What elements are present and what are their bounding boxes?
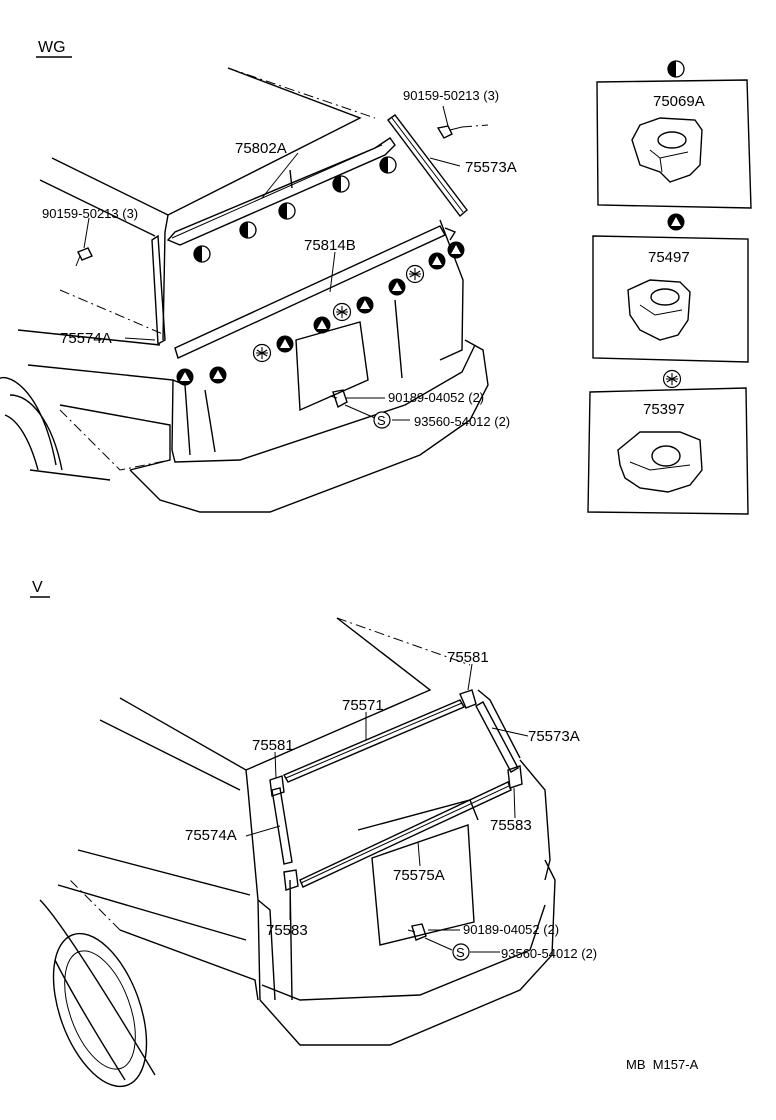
v-leaders (245, 663, 529, 953)
wg-car-body (0, 67, 489, 513)
nut-icon (329, 389, 348, 409)
triangle-icon (667, 213, 685, 231)
label-side-molding-right: 75573A (465, 159, 517, 176)
half-circle-icon (193, 245, 211, 263)
spacer-marker: S (373, 411, 391, 429)
asterisk-icon (252, 343, 272, 363)
legend-part-label: 75497 (648, 249, 690, 266)
clip-75397-icon (617, 431, 703, 493)
label-corner-top-right: 75581 (447, 649, 489, 666)
wg-section: WG (0, 39, 517, 513)
triangle-icon (176, 368, 194, 386)
wg-lower-molding (174, 225, 457, 359)
label-spacer: 93560-54012 (2) (414, 414, 510, 429)
asterisk-icon (332, 302, 352, 322)
label-corner-bottom-right: 75583 (490, 817, 532, 834)
legend-box: 75069A (596, 79, 752, 209)
legend-box: 75397 (587, 387, 749, 515)
wg-side-molding-left (151, 234, 166, 346)
v-section: V (30, 579, 597, 1088)
label-side-right: 75573A (528, 728, 580, 745)
v-right-molding (475, 701, 519, 773)
v-lower-molding (299, 781, 512, 888)
wg-roof-molding (166, 137, 396, 246)
label-screw-left: 90159-50213 (3) (42, 206, 138, 221)
legend-box: 75497 (592, 235, 749, 363)
label-top-molding: 75571 (342, 697, 384, 714)
half-circle-icon (379, 156, 397, 174)
section-label-v: V (32, 579, 43, 596)
asterisk-icon (405, 264, 425, 284)
label-side-molding-left: 75574A (60, 330, 112, 347)
triangle-icon (428, 252, 446, 270)
label-corner-bottom-left: 75583 (266, 922, 308, 939)
screw-icon (59, 247, 166, 336)
v-left-molding (271, 787, 293, 865)
half-circle-icon (239, 221, 257, 239)
half-circle-icon (332, 175, 350, 193)
legend-part-label: 75397 (643, 401, 685, 418)
label-nut: 90189-04052 (2) (463, 922, 559, 937)
label-nut: 90189-04052 (2) (388, 390, 484, 405)
label-spacer: 93560-54012 (2) (501, 946, 597, 961)
triangle-icon (276, 335, 294, 353)
wg-leaders (83, 105, 461, 421)
wg-side-molding-right (387, 114, 468, 218)
triangle-icon (209, 366, 227, 384)
triangle-icon (313, 316, 331, 334)
legend-part-label: 75069A (653, 93, 705, 110)
spacer-marker-letter: S (456, 945, 465, 960)
asterisk-icon (662, 369, 682, 389)
triangle-icon (356, 296, 374, 314)
v-car-body (39, 617, 556, 1088)
screw-icon (436, 124, 489, 139)
clip-75497-icon (627, 279, 691, 341)
spacer-marker: S (452, 943, 470, 961)
triangle-icon (388, 278, 406, 296)
label-lower-molding: 75575A (393, 867, 445, 884)
spacer-marker-letter: S (377, 413, 386, 428)
diagram-code: MB M157-A (626, 1057, 699, 1072)
section-label-wg: WG (38, 39, 66, 56)
clip-legend: 75069A 75497 75397 (587, 60, 752, 515)
label-corner-top-left: 75581 (252, 737, 294, 754)
label-side-left: 75574A (185, 827, 237, 844)
wg-clip-markers (176, 156, 465, 386)
v-top-molding (283, 699, 465, 783)
label-screw-top: 90159-50213 (3) (403, 88, 499, 103)
half-circle-icon (667, 60, 685, 78)
label-roof-molding: 75802A (235, 140, 287, 157)
half-circle-icon (278, 202, 296, 220)
nut-icon (407, 923, 427, 941)
label-lower-molding: 75814B (304, 237, 356, 254)
v-corner-pieces (269, 689, 523, 891)
triangle-icon (447, 241, 465, 259)
clip-75069a-icon (631, 117, 703, 183)
